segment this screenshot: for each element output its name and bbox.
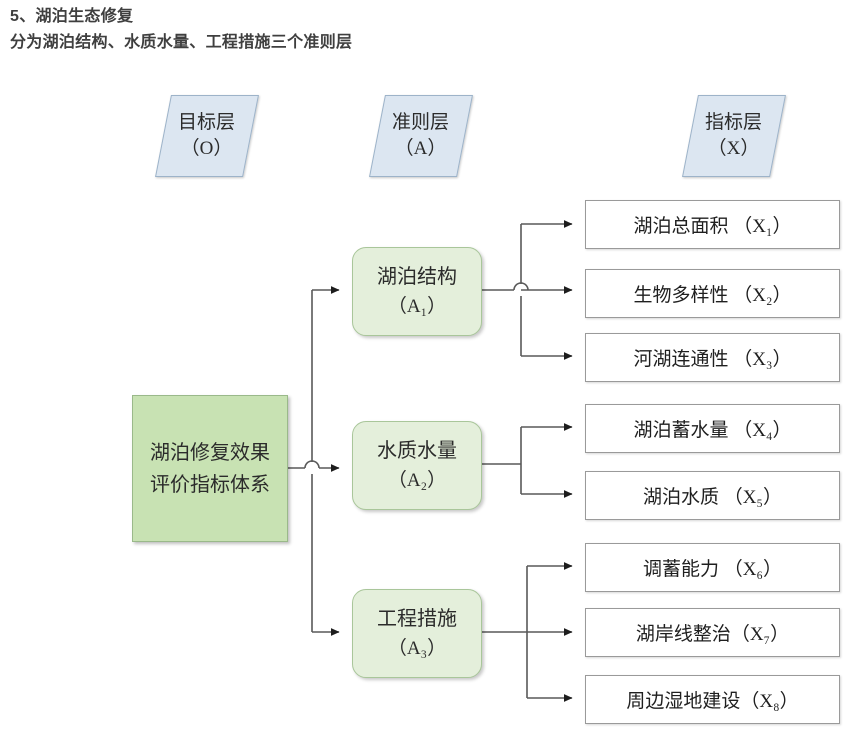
- title-line-1: 5、湖泊生态修复: [10, 8, 134, 25]
- criterion-box-a2-label: 水质水量: [377, 439, 457, 462]
- indicator-box-x7-label: 湖岸线整治（X₇）: [635, 624, 790, 645]
- criterion-box-a1-label: 湖泊结构: [377, 265, 457, 288]
- indicator-box-x5-label: 湖泊水质 （X₅）: [642, 487, 783, 508]
- criterion-box-a2[interactable]: 水质水量 （A₂）: [352, 421, 482, 510]
- layer-header-criterion-label: 准则层: [392, 112, 450, 133]
- layer-header-criterion-code: （A）: [395, 138, 447, 159]
- layer-header-goal-code: （O）: [181, 138, 233, 159]
- criterion-box-a2-code: （A₂）: [387, 469, 447, 491]
- wire-hop-a1: [513, 282, 529, 291]
- indicator-box-x8-label: 周边湿地建设（X₈）: [626, 691, 799, 712]
- goal-box[interactable]: 湖泊修复效果评价指标体系: [132, 395, 288, 542]
- indicator-box-x2-label: 生物多样性 （X₂）: [633, 285, 792, 306]
- indicator-box-x3[interactable]: 河湖连通性 （X₃）: [585, 333, 840, 382]
- layer-header-goal-label: 目标层: [178, 112, 236, 133]
- indicator-box-x4[interactable]: 湖泊蓄水量 （X₄）: [585, 404, 840, 453]
- indicator-box-x6[interactable]: 调蓄能力 （X₆）: [585, 543, 840, 592]
- page-title: 5、湖泊生态修复 分为湖泊结构、水质水量、工程措施三个准则层: [10, 4, 710, 56]
- indicator-box-x2[interactable]: 生物多样性 （X₂）: [585, 269, 840, 318]
- indicator-box-x7[interactable]: 湖岸线整治（X₇）: [585, 608, 840, 657]
- title-line-2: 分为湖泊结构、水质水量、工程措施三个准则层: [10, 34, 353, 51]
- criterion-box-a3[interactable]: 工程措施 （A₃）: [352, 589, 482, 678]
- indicator-box-x8[interactable]: 周边湿地建设（X₈）: [585, 675, 840, 724]
- layer-header-criterion: 准则层 （A）: [369, 95, 473, 177]
- indicator-box-x5[interactable]: 湖泊水质 （X₅）: [585, 471, 840, 520]
- layer-header-indicator-code: （X）: [708, 138, 760, 159]
- goal-box-label: 湖泊修复效果评价指标体系: [150, 441, 270, 496]
- layer-header-indicator: 指标层 （X）: [682, 95, 786, 177]
- criterion-box-a1[interactable]: 湖泊结构 （A₁）: [352, 247, 482, 336]
- indicator-box-x6-label: 调蓄能力 （X₆）: [642, 559, 783, 580]
- indicator-box-x1[interactable]: 湖泊总面积 （X₁）: [585, 200, 840, 249]
- criterion-box-a1-code: （A₁）: [387, 295, 447, 317]
- indicator-box-x4-label: 湖泊蓄水量 （X₄）: [633, 420, 792, 441]
- layer-header-goal: 目标层 （O）: [155, 95, 259, 177]
- indicator-box-x3-label: 河湖连通性 （X₃）: [633, 349, 792, 370]
- indicator-box-x1-label: 湖泊总面积 （X₁）: [633, 216, 792, 237]
- criterion-box-a3-label: 工程措施: [377, 607, 457, 630]
- wire-hop-goal: [304, 460, 320, 469]
- criterion-box-a3-code: （A₃）: [387, 637, 447, 659]
- layer-header-indicator-label: 指标层: [705, 112, 763, 133]
